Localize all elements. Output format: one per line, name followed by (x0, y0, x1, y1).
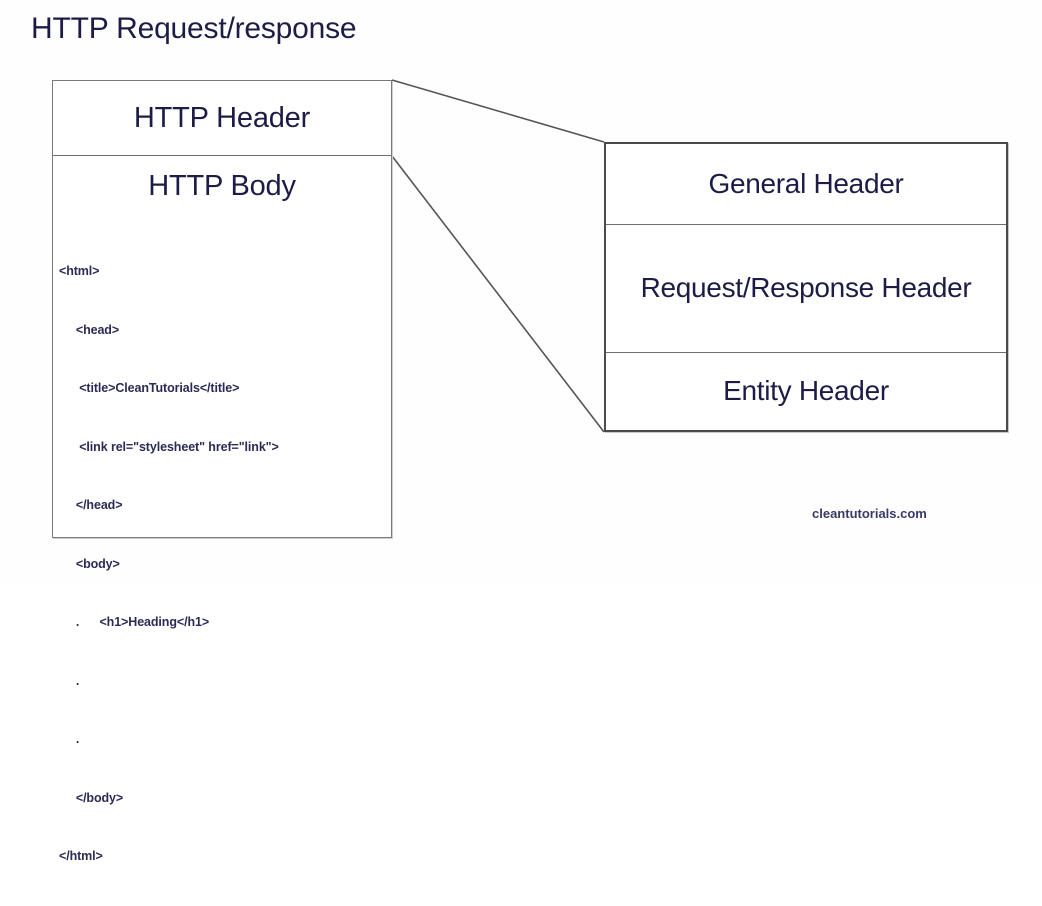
code-line: </head> (59, 498, 123, 512)
http-body-label: HTTP Body (148, 170, 296, 202)
watermark: cleantutorials.com (812, 506, 927, 521)
http-header-section[interactable]: HTTP Header (53, 81, 391, 156)
code-line: <head> (59, 322, 120, 337)
diagram-canvas: HTTP Request/response HTTP Header HTTP B… (31, 12, 1008, 863)
code-line: </html> (59, 849, 103, 863)
general-header-section[interactable]: General Header (606, 144, 1006, 225)
code-line: . <h1>Heading</h1> (59, 615, 210, 629)
code-line: . (59, 673, 80, 688)
request-response-header-section[interactable]: Request/Response Header (606, 225, 1006, 353)
code-line: <title>CleanTutorials</title> (59, 381, 240, 395)
code-line: </body> (59, 790, 124, 805)
request-response-header-label: Request/Response Header (640, 272, 972, 304)
general-header-label: General Header (708, 167, 904, 199)
header-bottom-connector (391, 155, 605, 433)
http-message-box: HTTP Header HTTP Body <html> <head> <tit… (52, 80, 392, 863)
code-line: . (59, 732, 80, 746)
code-line: <body> (59, 556, 120, 571)
code-line: <link rel="stylesheet" href="link"> (59, 439, 279, 454)
entity-header-section[interactable]: Entity Header (606, 353, 1006, 430)
html-code-block: <html> <head> <title>CleanTutorials</tit… (59, 223, 391, 906)
entity-header-label: Entity Header (723, 375, 889, 407)
page-title: HTTP Request/response (31, 12, 357, 45)
http-header-types-box: General Header Request/Response Header E… (604, 142, 1008, 432)
http-body-section[interactable]: HTTP Body <html> <head> <title>CleanTuto… (53, 156, 391, 863)
header-top-connector (391, 79, 605, 143)
code-line: <html> (59, 264, 100, 278)
http-header-label: HTTP Header (133, 101, 311, 134)
